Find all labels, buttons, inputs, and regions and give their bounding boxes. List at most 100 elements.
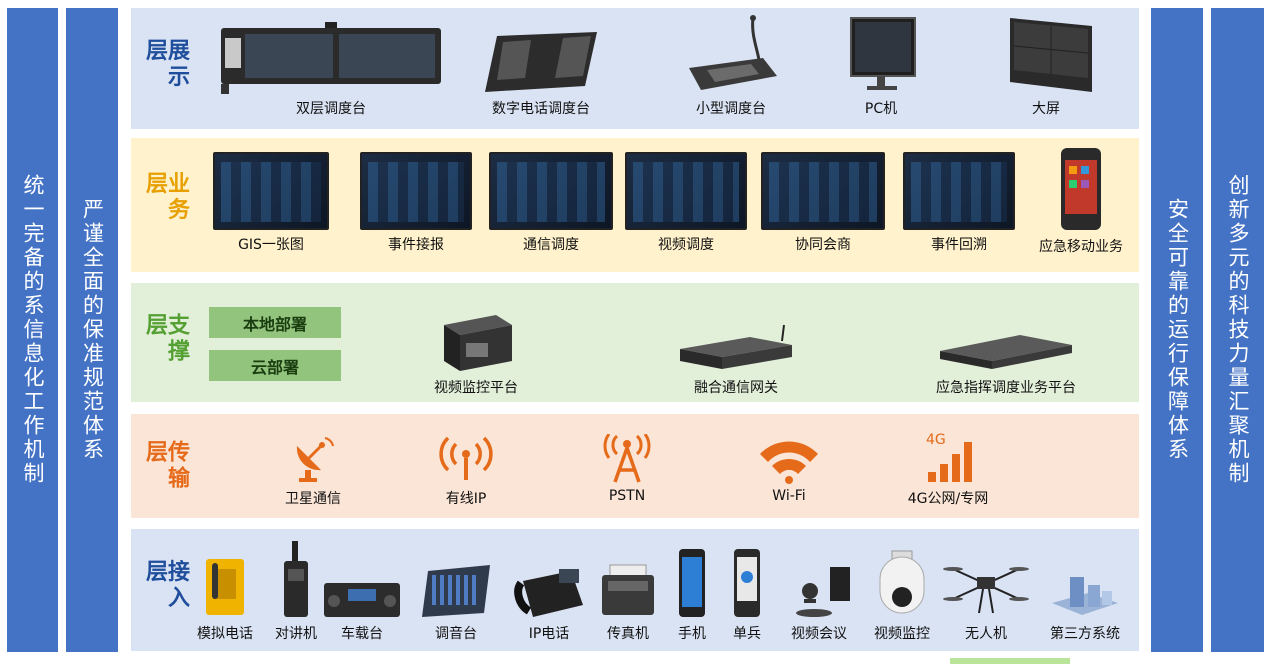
business-layer-title: 业务层 xyxy=(142,171,189,224)
digital-phone-console-icon xyxy=(479,18,603,94)
display-layer-title: 展示层 xyxy=(142,38,189,91)
transport-layer-title: 传输层 xyxy=(142,440,189,492)
fax-label: 传真机 xyxy=(607,626,649,642)
ip-phone-icon xyxy=(513,551,585,619)
comm-dispatch-item: 通信调度 xyxy=(486,152,616,254)
comm-dispatch-screen-icon xyxy=(489,152,613,230)
business-layer: 业务层 GIS一张图 事件接报 通信调度 视频调度 协同会商 事件回溯 xyxy=(131,138,1139,272)
converged-gateway-item: 融合通信网关 xyxy=(671,301,801,397)
4g-signal-icon: 4G xyxy=(920,430,976,484)
local-deploy-badge: 本地部署 xyxy=(209,307,341,338)
access-layer-title: 接入层 xyxy=(142,559,189,612)
mobile-phone-icon xyxy=(1059,146,1103,232)
video-monitor-platform-label: 视频监控平台 xyxy=(434,380,518,396)
pstn-label: PSTN xyxy=(608,488,646,504)
video-conference-label: 视频会议 xyxy=(791,626,847,642)
satellite-label: 卫星通信 xyxy=(285,491,341,507)
right-column-operation-text: 安全可靠的运行保障体系 xyxy=(1165,198,1190,462)
left-column-mechanism-text: 统一完备的系信息化工作机制 xyxy=(21,174,45,486)
event-report-item: 事件接报 xyxy=(356,152,476,254)
third-party-item: 第三方系统 xyxy=(1033,551,1137,643)
third-party-label: 第三方系统 xyxy=(1050,626,1120,642)
video-dispatch-screen-icon xyxy=(625,152,747,230)
emergency-platform-item: 应急指挥调度业务平台 xyxy=(911,301,1101,397)
dual-console-icon xyxy=(215,18,447,94)
4g-network-item: 4G 4G公网/专网 xyxy=(893,430,1003,508)
display-layer: 展示层 双层调度台 数字电话调度台 xyxy=(131,8,1139,129)
4g-network-label: 4G公网/专网 xyxy=(907,491,989,507)
access-layer: 接入层 模拟电话 对讲机 xyxy=(131,529,1139,651)
video-surveillance-item: 视频监控 xyxy=(861,547,943,643)
video-conference-item: 视频会议 xyxy=(779,551,859,643)
mobile-phone-label: 手机 xyxy=(678,626,706,642)
individual-unit-item: 单兵 xyxy=(721,545,773,643)
rack-server-icon xyxy=(936,301,1076,373)
right-column-operation: 安全可靠的运行保障体系 xyxy=(1151,8,1203,652)
walkie-talkie-icon xyxy=(280,537,312,619)
right-column-innovation: 创新多元的科技力量汇聚机制 xyxy=(1211,8,1264,652)
big-screen-icon xyxy=(996,16,1096,94)
transport-layer: 传输层 卫星通信 有线IP xyxy=(131,414,1139,518)
video-conference-icon xyxy=(784,551,854,619)
analog-phone-label: 模拟电话 xyxy=(197,626,253,642)
walkie-talkie-item: 对讲机 xyxy=(266,537,326,643)
smartphone-icon xyxy=(677,545,707,619)
vehicle-radio-label: 车载台 xyxy=(341,626,383,642)
support-layer-title: 支撑层 xyxy=(142,312,189,365)
video-dispatch-label: 视频调度 xyxy=(658,237,714,253)
third-party-system-icon xyxy=(1050,551,1120,619)
wifi-label: Wi-Fi xyxy=(772,488,806,504)
converged-gateway-label: 融合通信网关 xyxy=(694,380,778,396)
drone-label: 无人机 xyxy=(965,626,1007,642)
pc-item: PC机 xyxy=(836,14,926,118)
drone-item: 无人机 xyxy=(941,551,1031,643)
event-replay-screen-icon xyxy=(903,152,1015,230)
drone-icon xyxy=(943,551,1029,619)
small-console-item: 小型调度台 xyxy=(676,12,786,118)
wired-ip-item: 有线IP xyxy=(416,432,516,508)
wifi-item: Wi-Fi xyxy=(739,432,839,504)
vehicle-radio-item: 车载台 xyxy=(321,551,403,643)
event-report-screen-icon xyxy=(360,152,472,230)
small-console-label: 小型调度台 xyxy=(696,101,766,117)
left-column-standards-text: 严谨全面的保准规范体系 xyxy=(80,198,105,462)
right-column-innovation-text: 创新多元的科技力量汇聚机制 xyxy=(1226,174,1250,486)
pc-monitor-icon xyxy=(841,14,921,94)
digital-phone-console-item: 数字电话调度台 xyxy=(476,18,606,118)
gateway-device-icon xyxy=(676,301,796,373)
wifi-icon xyxy=(756,432,822,484)
collab-meeting-item: 协同会商 xyxy=(759,152,887,254)
wired-ip-label: 有线IP xyxy=(445,491,487,507)
dual-console-label: 双层调度台 xyxy=(296,101,366,117)
ip-phone-item: IP电话 xyxy=(509,551,589,643)
decorative-bottom-bar xyxy=(950,658,1070,664)
event-replay-label: 事件回溯 xyxy=(931,237,987,253)
mobile-business-item: 应急移动业务 xyxy=(1029,146,1133,256)
dual-console-item: 双层调度台 xyxy=(211,18,451,118)
video-monitor-platform-item: 视频监控平台 xyxy=(411,301,541,397)
dome-camera-icon xyxy=(872,547,932,619)
pstn-item: PSTN xyxy=(577,432,677,504)
collab-meeting-label: 协同会商 xyxy=(795,237,851,253)
pstn-tower-icon xyxy=(597,432,657,484)
left-column-mechanism: 统一完备的系信息化工作机制 xyxy=(7,8,58,652)
wired-ip-signal-icon xyxy=(436,432,496,484)
gis-map-label: GIS一张图 xyxy=(238,237,304,253)
support-layer: 支撑层 本地部署 云部署 视频监控平台 融合通信网关 xyxy=(131,283,1139,402)
event-replay-item: 事件回溯 xyxy=(901,152,1017,254)
walkie-talkie-label: 对讲机 xyxy=(275,626,317,642)
gis-screen-icon xyxy=(213,152,329,230)
small-console-icon xyxy=(681,12,781,94)
mixer-icon xyxy=(420,551,492,619)
ip-phone-label: IP电话 xyxy=(528,626,570,642)
comm-dispatch-label: 通信调度 xyxy=(523,237,579,253)
individual-terminal-icon xyxy=(732,545,762,619)
cloud-deploy-badge: 云部署 xyxy=(209,350,341,381)
event-report-label: 事件接报 xyxy=(388,237,444,253)
left-column-standards: 严谨全面的保准规范体系 xyxy=(66,8,118,652)
big-screen-label: 大屏 xyxy=(1032,101,1060,117)
individual-unit-label: 单兵 xyxy=(733,626,761,642)
video-monitor-server-icon xyxy=(436,301,516,373)
emergency-platform-label: 应急指挥调度业务平台 xyxy=(936,380,1076,396)
collab-meeting-screen-icon xyxy=(761,152,885,230)
